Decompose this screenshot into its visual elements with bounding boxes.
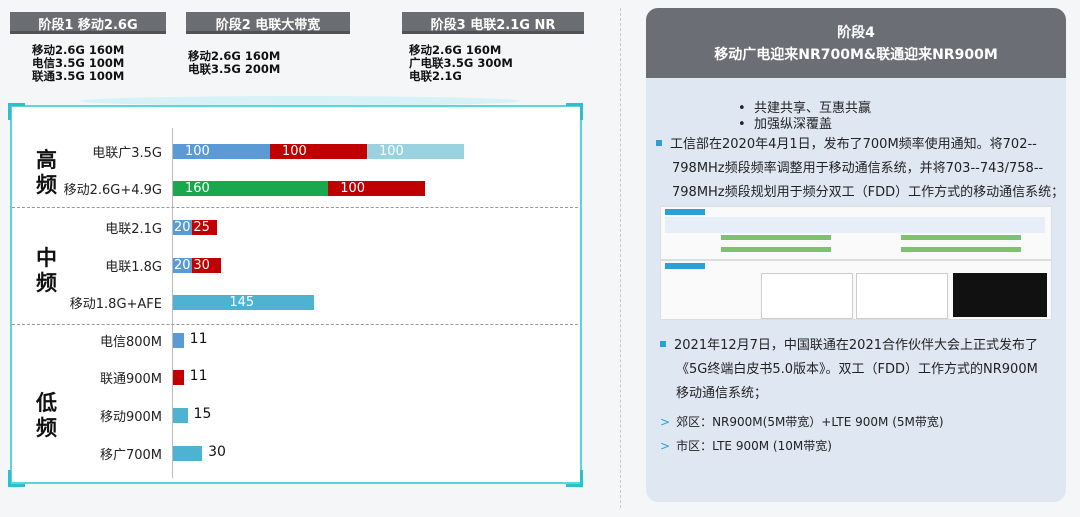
bar-segment (173, 408, 188, 423)
bar-value-label: 20 (174, 258, 191, 273)
group-divider (12, 324, 578, 325)
bar-value-label: 25 (193, 220, 210, 235)
bar-segment (173, 295, 314, 310)
bar-segment (367, 144, 464, 159)
category-label: 联通900M (99, 372, 162, 387)
chevron-right-icon: > (660, 415, 671, 429)
panel-corner (566, 103, 583, 120)
group-char: 频 (36, 416, 57, 440)
group-char: 频 (36, 173, 57, 197)
para-line: 798MHz频段规划用于频分双工（FDD）工作方式的移动通信系统； (672, 185, 1065, 200)
sub-item-suburb: > 郊区：NR900M(5M带宽）+LTE 900M (5M带宽) (660, 410, 944, 434)
bullet-item: • 加强纵深覆盖 (738, 117, 832, 132)
sub-text: 市区：LTE 900M (10M带宽) (676, 439, 832, 453)
panel-corner (8, 103, 25, 120)
stage1-header: 阶段1 移动2.6G (10, 12, 166, 34)
category-label: 电信800M (99, 335, 162, 350)
bullet-text: 加强纵深覆盖 (753, 117, 832, 132)
stage2-header: 阶段2 电联大带宽 (186, 12, 350, 34)
group-char: 频 (36, 271, 57, 295)
bar-segment (173, 181, 329, 196)
para-line: 2021年12月7日，中国联通在2021合作伙伴大会上正式发布了 (674, 338, 1038, 353)
group-char: 低 (36, 391, 57, 415)
para-line: 798MHz频段频率调整用于移动通信系统，并将703--743/758-- (672, 161, 1044, 176)
category-label: 移广700M (99, 448, 162, 463)
bar-segment (192, 220, 217, 235)
bullet-text: 共建共享、互惠共赢 (753, 101, 871, 116)
stage4-subtitle: 移动广电迎来NR700M&联通迎来NR900M (714, 47, 998, 63)
bar-value-label: 11 (189, 331, 208, 347)
bar-value-label: 20 (174, 220, 191, 235)
panel-glow (80, 96, 520, 106)
category-label: 移动2.6G+4.9G (63, 183, 162, 198)
bar-value-label: 100 (185, 144, 210, 159)
paragraph-900m: 2021年12月7日，中国联通在2021合作伙伴大会上正式发布了 《5G终端白皮… (660, 334, 1038, 406)
chart-axis (172, 128, 173, 478)
chevron-right-icon: > (660, 439, 671, 453)
square-bullet-icon (656, 140, 662, 146)
category-label: 移动1.8G+AFE (69, 297, 162, 312)
spectrum-chart-panel (10, 105, 582, 484)
bar-segment (192, 258, 222, 273)
para-line: 《5G终端白皮书5.0版本》。双工（FDD）工作方式的NR900M (676, 362, 1038, 377)
stage3-header: 阶段3 电联2.1G NR (402, 12, 584, 34)
bar-value-label: 15 (193, 406, 212, 422)
stage3-line: 移动2.6G 160M (409, 43, 502, 57)
group-label-low: 低 频 (36, 391, 57, 441)
stage2-info: 移动2.6G 160M 电联3.5G 200M (188, 50, 280, 76)
bar-value-label: 100 (379, 144, 404, 159)
stage3-info: 移动2.6G 160M 广电联3.5G 300M 电联2.1G (409, 44, 513, 83)
bar-value-label: 30 (193, 258, 210, 273)
spectrum-measurement-image (660, 260, 1052, 320)
stage1-line: 移动2.6G 160M (32, 43, 125, 57)
bar-value-label: 100 (282, 144, 307, 159)
bar-segment (173, 258, 193, 273)
group-divider (12, 207, 578, 208)
category-label: 电联广3.5G (92, 146, 162, 161)
stage3-line: 广电联3.5G 300M (409, 56, 513, 70)
section-divider (620, 8, 621, 508)
stage3-line: 电联2.1G (409, 69, 462, 83)
bar-value-label: 11 (189, 368, 208, 384)
panel-corner (566, 470, 583, 487)
category-label: 电联2.1G (105, 222, 162, 237)
para-line: 移动通信系统； (676, 386, 768, 401)
bar-value-label: 100 (340, 181, 366, 196)
group-char: 高 (36, 148, 57, 172)
bullet-item: • 共建共享、互惠共赢 (738, 101, 871, 116)
bar-value-label: 145 (229, 295, 255, 310)
para-line: 工信部在2020年4月1日，发布了700M频率使用通知。将702-- (670, 137, 1037, 152)
bar-segment (173, 144, 270, 159)
stage4-header: 阶段4 移动广电迎来NR700M&联通迎来NR900M (646, 8, 1066, 78)
bar-segment (173, 446, 203, 461)
stage2-line: 电联3.5G 200M (188, 62, 281, 76)
bar-segment (173, 333, 184, 348)
bar-segment (270, 144, 367, 159)
sub-text: 郊区：NR900M(5M带宽）+LTE 900M (5M带宽) (676, 415, 944, 429)
category-label: 电联1.8G (105, 260, 162, 275)
stage2-line: 移动2.6G 160M (188, 49, 281, 63)
frequency-plan-image (660, 206, 1052, 260)
category-label: 移动900M (99, 410, 162, 425)
group-label-mid: 中 频 (36, 246, 57, 296)
group-char: 中 (36, 246, 57, 270)
square-bullet-icon (660, 341, 666, 347)
panel-corner (8, 470, 25, 487)
sub-item-city: > 市区：LTE 900M (10M带宽) (660, 434, 832, 458)
stage1-info: 移动2.6G 160M 电信3.5G 100M 联通3.5G 100M (32, 44, 124, 83)
bar-value-label: 160 (185, 181, 210, 196)
group-label-high: 高 频 (36, 148, 57, 198)
stage1-line: 电信3.5G 100M (32, 56, 125, 70)
stage1-line: 联通3.5G 100M (32, 69, 125, 83)
paragraph-700m: 工信部在2020年4月1日，发布了700M频率使用通知。将702-- 798MH… (656, 133, 1064, 205)
bar-segment (173, 370, 184, 385)
bar-segment (173, 220, 193, 235)
bar-segment (328, 181, 426, 196)
bar-value-label: 30 (208, 444, 226, 460)
stage4-title: 阶段4 (837, 25, 875, 41)
